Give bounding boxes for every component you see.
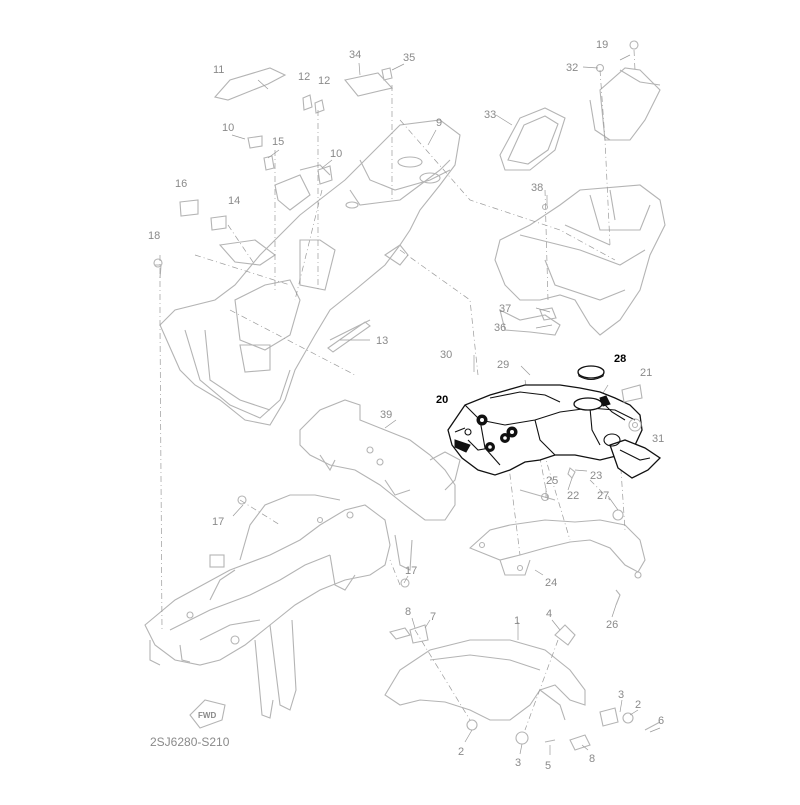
rear-fender-assembly [159,119,461,426]
label-21[interactable]: 21 [640,367,652,379]
label-12b[interactable]: 12 [318,75,330,87]
label-11[interactable]: 11 [213,64,224,76]
label-19[interactable]: 19 [596,39,608,51]
label-12a[interactable]: 12 [298,71,310,83]
label-17b[interactable]: 17 [405,565,417,577]
label-27[interactable]: 27 [597,490,609,502]
label-22[interactable]: 22 [567,490,579,502]
label-2b[interactable]: 2 [458,746,464,758]
label-39[interactable]: 39 [380,409,392,421]
label-34[interactable]: 34 [349,49,361,61]
label-29[interactable]: 29 [497,359,509,371]
label-10a[interactable]: 10 [222,122,234,134]
label-20[interactable]: 20 [436,394,448,406]
cap-28[interactable] [577,365,605,381]
fwd-label: FWD [198,711,216,720]
small-parts-top-left [153,67,394,279]
label-1[interactable]: 1 [514,615,520,627]
label-31[interactable]: 31 [652,433,664,445]
label-25[interactable]: 25 [546,475,558,487]
label-17a[interactable]: 17 [212,516,224,528]
label-8b[interactable]: 8 [589,753,595,765]
label-3b[interactable]: 3 [515,757,521,769]
label-2a[interactable]: 2 [635,699,641,711]
rear-cowl-bracket [499,40,661,171]
label-23[interactable]: 23 [590,470,602,482]
label-3a[interactable]: 3 [618,689,624,701]
label-36[interactable]: 36 [494,322,506,334]
label-18[interactable]: 18 [148,230,160,242]
label-30[interactable]: 30 [440,349,452,361]
label-37[interactable]: 37 [499,303,511,315]
label-4[interactable]: 4 [546,608,552,620]
leader-lines [159,49,661,755]
part-labels: 11 10 15 12 12 10 34 35 9 16 14 18 13 33… [148,39,664,772]
label-33[interactable]: 33 [484,109,496,121]
label-10b[interactable]: 10 [330,148,342,160]
front-fender [384,624,661,751]
bracket-24 [468,467,646,606]
label-6[interactable]: 6 [658,715,664,727]
label-8a[interactable]: 8 [405,606,411,618]
label-13[interactable]: 13 [376,335,388,347]
fwd-arrow: FWD [189,699,226,729]
rear-frame [494,184,666,336]
lower-frame [144,494,413,719]
label-38[interactable]: 38 [531,182,543,194]
label-32[interactable]: 32 [566,62,578,74]
label-15[interactable]: 15 [272,136,284,148]
label-26[interactable]: 26 [606,619,618,631]
seat-cover-39 [299,399,461,521]
label-28[interactable]: 28 [614,353,626,365]
label-24[interactable]: 24 [545,577,557,589]
highlighted-tail-cover[interactable] [447,384,662,479]
label-9[interactable]: 9 [436,117,442,129]
label-5[interactable]: 5 [545,760,551,772]
pad-21-and-grommet-31 [621,384,643,432]
label-7[interactable]: 7 [430,611,436,623]
diagram-code: 2SJ6280-S210 [150,735,230,749]
label-14[interactable]: 14 [228,195,240,207]
label-35[interactable]: 35 [403,52,415,64]
label-16[interactable]: 16 [175,178,187,190]
